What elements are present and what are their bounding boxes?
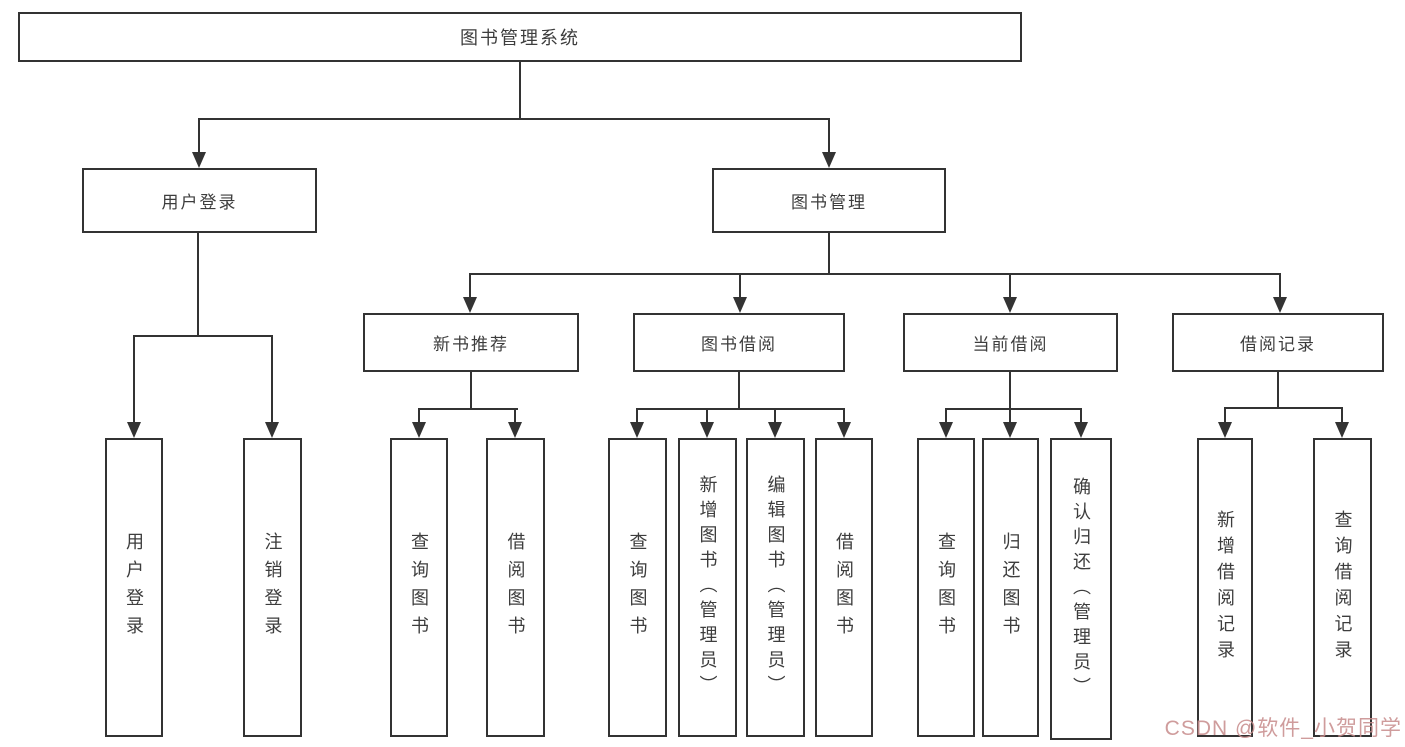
connector-line xyxy=(636,408,845,410)
leaf-query-books-recommend: 查询图书 xyxy=(390,438,448,737)
leaf-label: 查询图书 xyxy=(627,531,648,644)
down-arrow-icon xyxy=(508,422,522,438)
connector-line xyxy=(197,233,199,337)
connector-line xyxy=(1277,372,1279,409)
connector-line xyxy=(1279,273,1281,299)
leaf-label: 借阅图书 xyxy=(834,531,854,644)
leaf-add-book-admin: 新增图书（管理员） xyxy=(678,438,737,737)
watermark: CSDN @软件_小贺同学 xyxy=(1164,717,1402,740)
leaf-label: 确认归还（管理员） xyxy=(1071,476,1091,702)
leaf-borrow-books-recommend: 借阅图书 xyxy=(486,438,545,737)
leaf-label: 查询图书 xyxy=(409,531,429,644)
node-book-borrow: 图书借阅 xyxy=(633,313,845,372)
leaf-label: 新增图书（管理员） xyxy=(697,475,718,700)
connector-line xyxy=(739,273,741,299)
leaf-label: 查询图书 xyxy=(936,531,956,644)
connector-line xyxy=(1009,372,1011,410)
down-arrow-icon xyxy=(1074,422,1088,438)
node-root: 图书管理系统 xyxy=(18,12,1022,62)
connector-line xyxy=(514,408,516,424)
down-arrow-icon xyxy=(630,422,644,438)
down-arrow-icon xyxy=(768,422,782,438)
down-arrow-icon xyxy=(733,297,747,313)
connector-line xyxy=(828,118,830,154)
leaf-add-borrow-record: 新增借阅记录 xyxy=(1197,438,1253,737)
connector-line xyxy=(469,273,471,299)
leaf-user-login: 用户登录 xyxy=(105,438,163,737)
connector-line xyxy=(133,335,273,337)
connector-line xyxy=(198,118,200,154)
node-borrow-records: 借阅记录 xyxy=(1172,313,1384,372)
down-arrow-icon xyxy=(127,422,141,438)
leaf-label: 编辑图书（管理员） xyxy=(765,475,786,700)
connector-line xyxy=(636,408,638,424)
connector-line xyxy=(828,232,830,275)
down-arrow-icon xyxy=(265,422,279,438)
connector-line xyxy=(945,408,1082,410)
down-arrow-icon xyxy=(837,422,851,438)
leaf-edit-book-admin: 编辑图书（管理员） xyxy=(746,438,805,737)
down-arrow-icon xyxy=(192,152,206,168)
leaf-borrow-book: 借阅图书 xyxy=(815,438,873,737)
leaf-label: 归还图书 xyxy=(1000,531,1021,644)
connector-line xyxy=(738,372,740,410)
connector-line xyxy=(519,62,521,120)
connector-line xyxy=(1009,273,1011,299)
node-current-borrow: 当前借阅 xyxy=(903,313,1118,372)
connector-line xyxy=(133,335,135,423)
down-arrow-icon xyxy=(1335,422,1349,438)
node-book-management: 图书管理 xyxy=(712,168,946,233)
leaf-confirm-return-admin: 确认归还（管理员） xyxy=(1050,438,1112,740)
node-label: 新书推荐 xyxy=(433,335,509,354)
connector-line xyxy=(1224,407,1226,424)
leaf-label: 新增借阅记录 xyxy=(1215,509,1235,666)
leaf-logout: 注销登录 xyxy=(243,438,302,737)
connector-line xyxy=(1224,407,1343,409)
connector-line xyxy=(470,372,472,410)
down-arrow-icon xyxy=(700,422,714,438)
down-arrow-icon xyxy=(1273,297,1287,313)
leaf-label: 用户登录 xyxy=(124,531,144,644)
node-label: 当前借阅 xyxy=(972,335,1049,354)
connector-line xyxy=(418,408,518,410)
leaf-label: 借阅图书 xyxy=(505,531,526,644)
node-label: 用户登录 xyxy=(161,193,238,212)
connector-line xyxy=(198,118,830,120)
leaf-query-borrow-record: 查询借阅记录 xyxy=(1313,438,1372,737)
leaf-query-books-current: 查询图书 xyxy=(917,438,975,737)
node-label: 图书借阅 xyxy=(701,335,777,354)
connector-line xyxy=(418,408,420,424)
connector-line xyxy=(1080,408,1082,424)
node-label: 借阅记录 xyxy=(1240,335,1316,354)
leaf-label: 查询借阅记录 xyxy=(1332,509,1353,666)
connector-line xyxy=(1009,408,1011,424)
down-arrow-icon xyxy=(463,297,477,313)
node-user-login: 用户登录 xyxy=(82,168,317,233)
connector-line xyxy=(469,273,1281,275)
leaf-query-books-borrow: 查询图书 xyxy=(608,438,667,737)
leaf-label: 注销登录 xyxy=(262,531,283,644)
down-arrow-icon xyxy=(1003,297,1017,313)
connector-line xyxy=(1341,407,1343,424)
connector-line xyxy=(706,408,708,424)
down-arrow-icon xyxy=(822,152,836,168)
down-arrow-icon xyxy=(412,422,426,438)
connector-line xyxy=(843,408,845,424)
node-label: 图书管理 xyxy=(791,193,867,212)
down-arrow-icon xyxy=(1003,422,1017,438)
node-new-book-recommend: 新书推荐 xyxy=(363,313,579,372)
connector-line xyxy=(945,408,947,424)
down-arrow-icon xyxy=(1218,422,1232,438)
connector-line xyxy=(271,335,273,423)
down-arrow-icon xyxy=(939,422,953,438)
connector-line xyxy=(774,408,776,424)
node-root-label: 图书管理系统 xyxy=(460,28,580,48)
leaf-return-book: 归还图书 xyxy=(982,438,1039,737)
